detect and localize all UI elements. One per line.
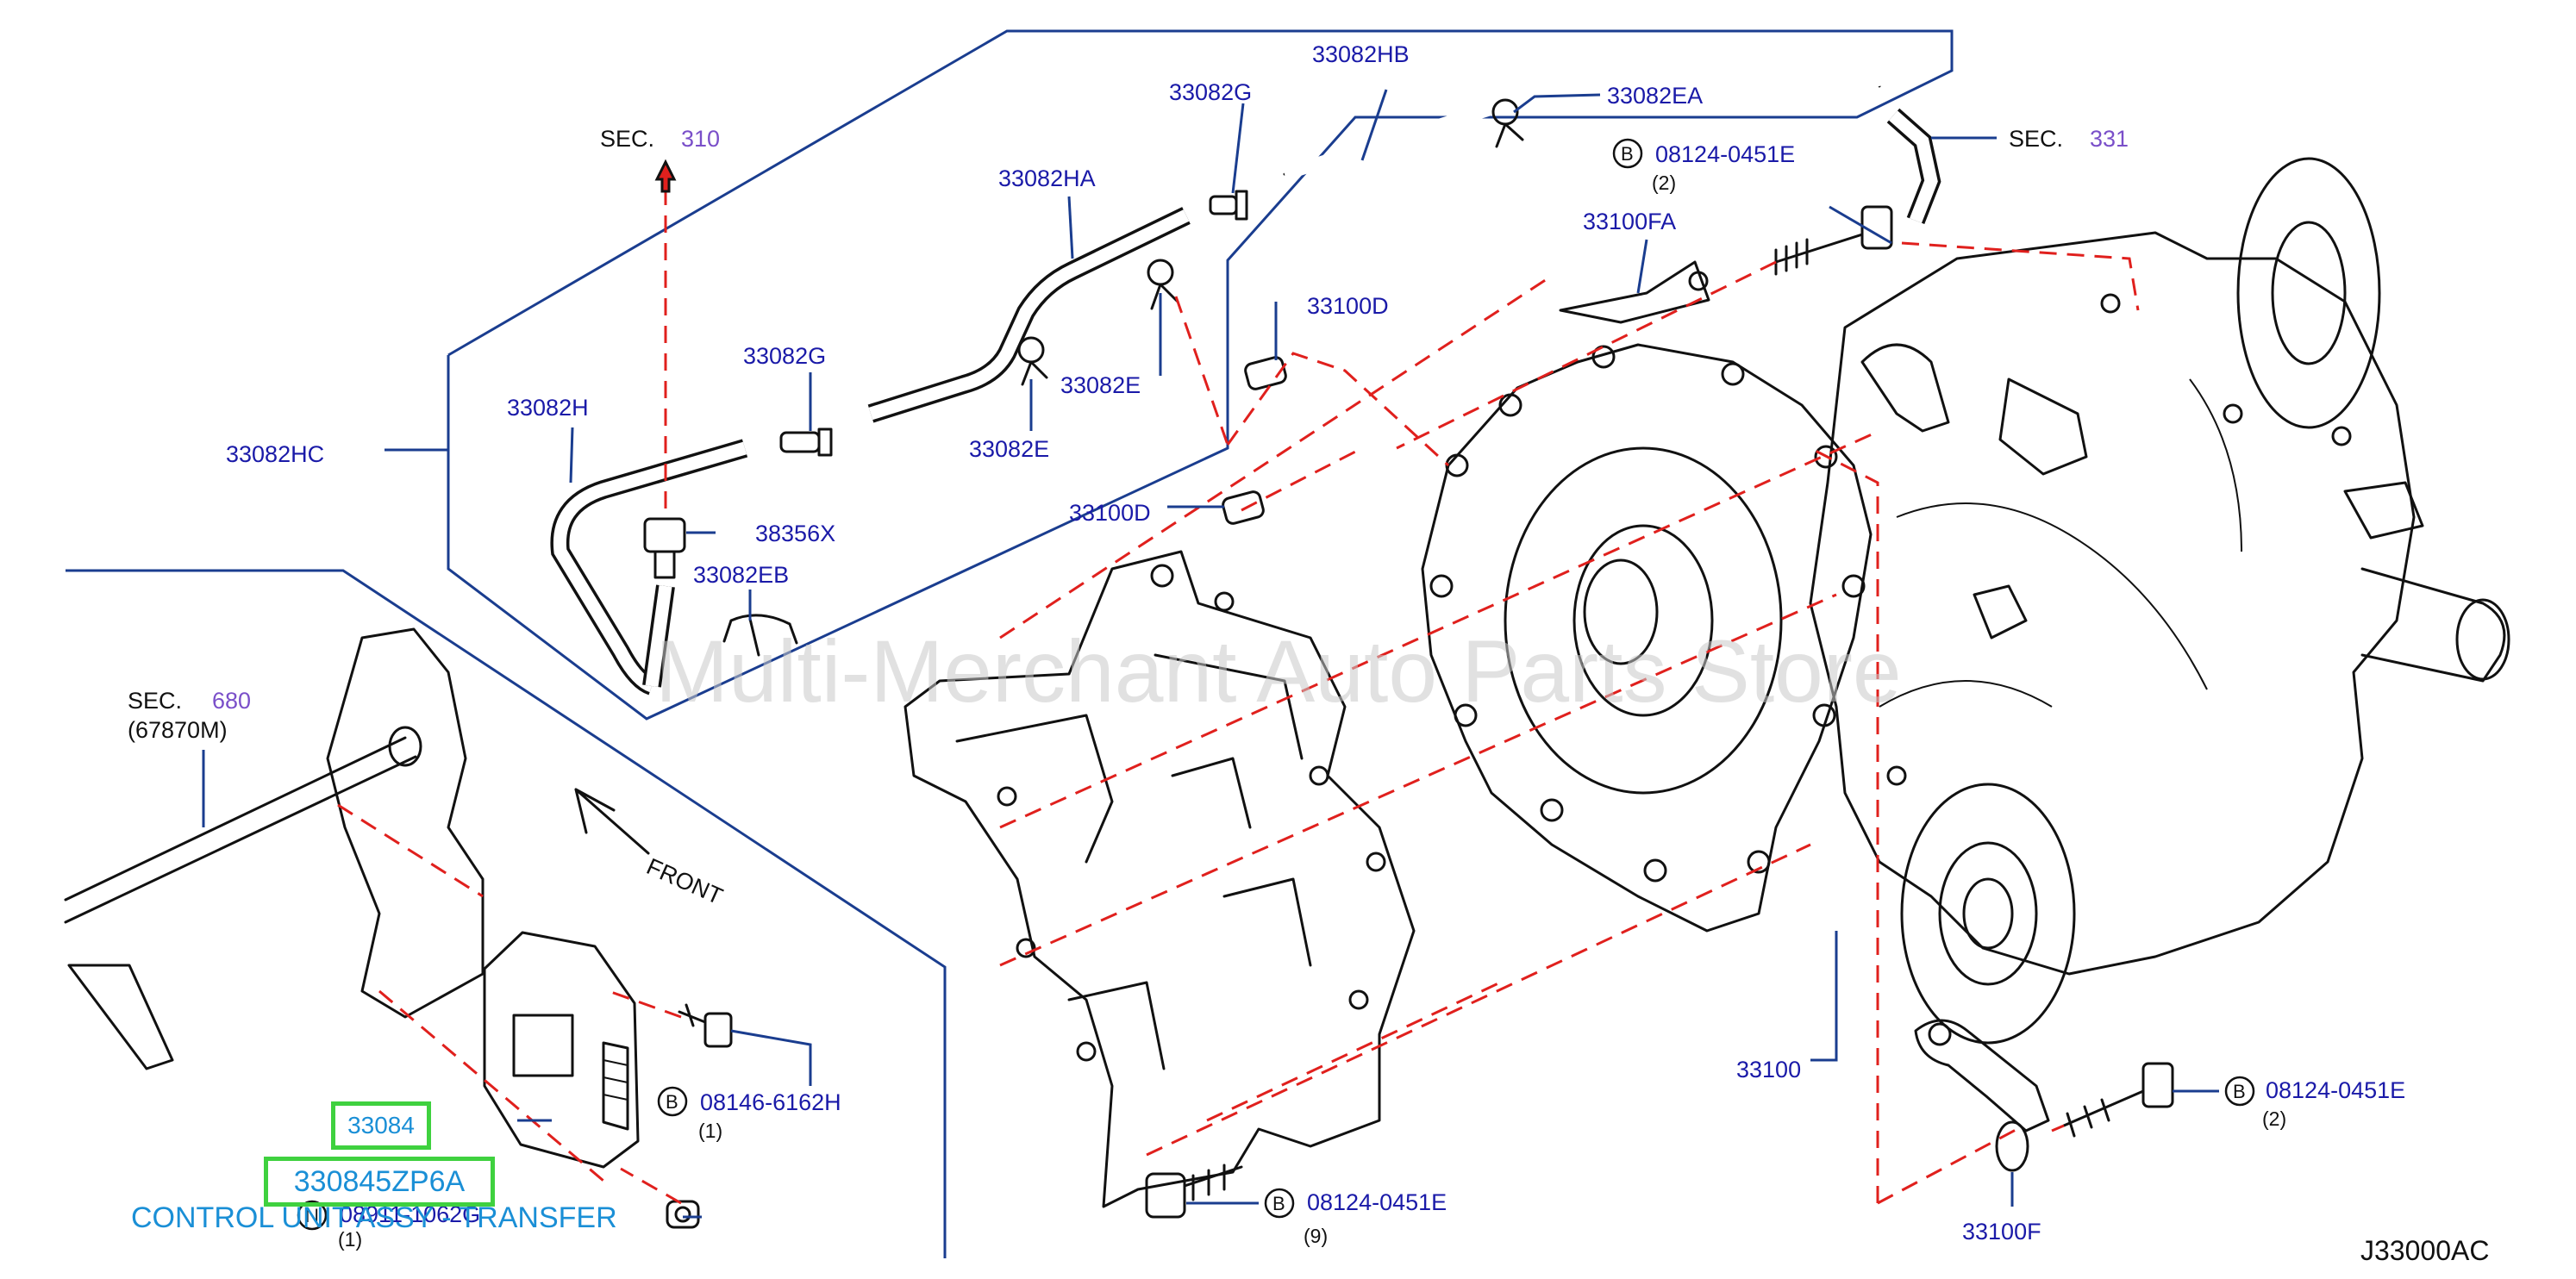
hose-group-border: [66, 29, 1954, 1258]
hose-33082hb: [1282, 32, 1886, 181]
nut-ecu: [666, 1200, 700, 1229]
bolt-top-marker: B: [1621, 143, 1634, 165]
bolt-right-part[interactable]: 08124-0451E: [2266, 1077, 2405, 1103]
callout-33100d-a[interactable]: 33100D: [1307, 293, 1389, 319]
sec331-number[interactable]: 331: [2090, 126, 2129, 152]
leader-lines: [202, 89, 2219, 1219]
callout-33082ha[interactable]: 33082HA: [998, 165, 1096, 191]
sec331-prefix: SEC.: [2009, 126, 2063, 152]
connector-33082g-mid: [779, 427, 833, 457]
fitting-sec331: [1886, 108, 1941, 225]
callout-33100f[interactable]: 33100F: [1962, 1219, 2041, 1245]
bolt-top-qty: (2): [1652, 172, 1676, 194]
bolt-right-marker: B: [2233, 1081, 2246, 1102]
clip-33082e-b: [1017, 336, 1048, 386]
bolt-bottom-part[interactable]: 08124-0451E: [1307, 1189, 1447, 1215]
sec680-number[interactable]: 680: [212, 688, 251, 714]
sec680-prefix: SEC.: [128, 688, 182, 714]
highlight-33084-label: 33084: [347, 1112, 415, 1139]
highlight-330845zp6a[interactable]: 330845ZP6A: [264, 1157, 495, 1207]
watermark: Multi-Merchant Auto Parts Store: [655, 622, 1902, 721]
bolt-bottom-qty: (9): [1304, 1225, 1328, 1247]
callout-33082g-mid[interactable]: 33082G: [743, 343, 826, 369]
bracket-33100fa: [1559, 260, 1710, 324]
bolt-top-part[interactable]: 08124-0451E: [1655, 141, 1795, 167]
callout-38356x[interactable]: 38356X: [755, 521, 835, 546]
callout-33082hb[interactable]: 33082HB: [1312, 41, 1410, 67]
adapter-case: [903, 550, 1416, 1208]
nut-ecu-qty: (1): [338, 1228, 362, 1251]
callout-33082ea[interactable]: 33082EA: [1607, 83, 1703, 109]
callout-33082h[interactable]: 33082H: [507, 395, 589, 421]
front-arrow-icon: [574, 788, 650, 855]
bolt-right: [2062, 1062, 2174, 1138]
connector-33082g-top: [1209, 190, 1248, 221]
callout-33082eb[interactable]: 33082EB: [693, 562, 789, 588]
callout-33082e-a[interactable]: 33082E: [1060, 372, 1141, 398]
callout-33082hc[interactable]: 33082HC: [226, 441, 324, 467]
sec310-number[interactable]: 310: [681, 126, 720, 152]
hose-33082h: [550, 439, 748, 696]
callout-33082g-top[interactable]: 33082G: [1169, 79, 1252, 105]
bolt-ecu-part[interactable]: 08146-6162H: [700, 1089, 841, 1115]
hose-33082ha: [867, 207, 1191, 423]
dowel-33100d-bottom: [1222, 490, 1265, 525]
bolt-ecu-marker: B: [666, 1091, 678, 1113]
nut-ecu-marker: N: [305, 1205, 319, 1226]
callout-33100fa[interactable]: 33100FA: [1583, 209, 1676, 234]
bracket-33100f: [1914, 1019, 2050, 1172]
bolt-right-qty: (2): [2262, 1107, 2286, 1130]
sec680-sub: (67870M): [128, 717, 228, 743]
clip-33082e-a: [1147, 259, 1179, 310]
bolt-top: [1774, 205, 1893, 276]
arrow-up-icon: [654, 159, 677, 193]
phantom-lines: [337, 174, 2140, 1205]
clip-33082eb: [722, 614, 798, 657]
callout-33100d-b[interactable]: 33100D: [1069, 500, 1151, 526]
highlight-33084[interactable]: 33084: [331, 1101, 431, 1150]
marker-circles: [297, 138, 2255, 1231]
control-unit-assy: [483, 931, 640, 1169]
diagram-code: J33000AC: [2360, 1235, 2489, 1266]
flange-plate: [1421, 343, 1873, 933]
dowel-33100d-top: [1244, 356, 1287, 390]
bolt-ecu: [678, 1003, 733, 1048]
bolt-ecu-qty: (1): [698, 1120, 722, 1142]
sec310-prefix: SEC.: [600, 126, 654, 152]
front-label: FRONT: [643, 853, 727, 909]
clip-33082ea: [1491, 98, 1524, 148]
steering-member: [64, 627, 485, 1070]
highlight-330845zp6a-label: 330845ZP6A: [293, 1165, 466, 1198]
breather-38356x: [643, 517, 686, 579]
transfer-case-33100: [1809, 157, 2510, 1045]
callout-33082e-b[interactable]: 33082E: [969, 436, 1049, 462]
control-unit-label: CONTROL UNIT ASSY - TRANSFER: [131, 1201, 617, 1234]
callout-33100[interactable]: 33100: [1736, 1057, 1801, 1082]
bolt-bottom-marker: B: [1272, 1193, 1285, 1214]
